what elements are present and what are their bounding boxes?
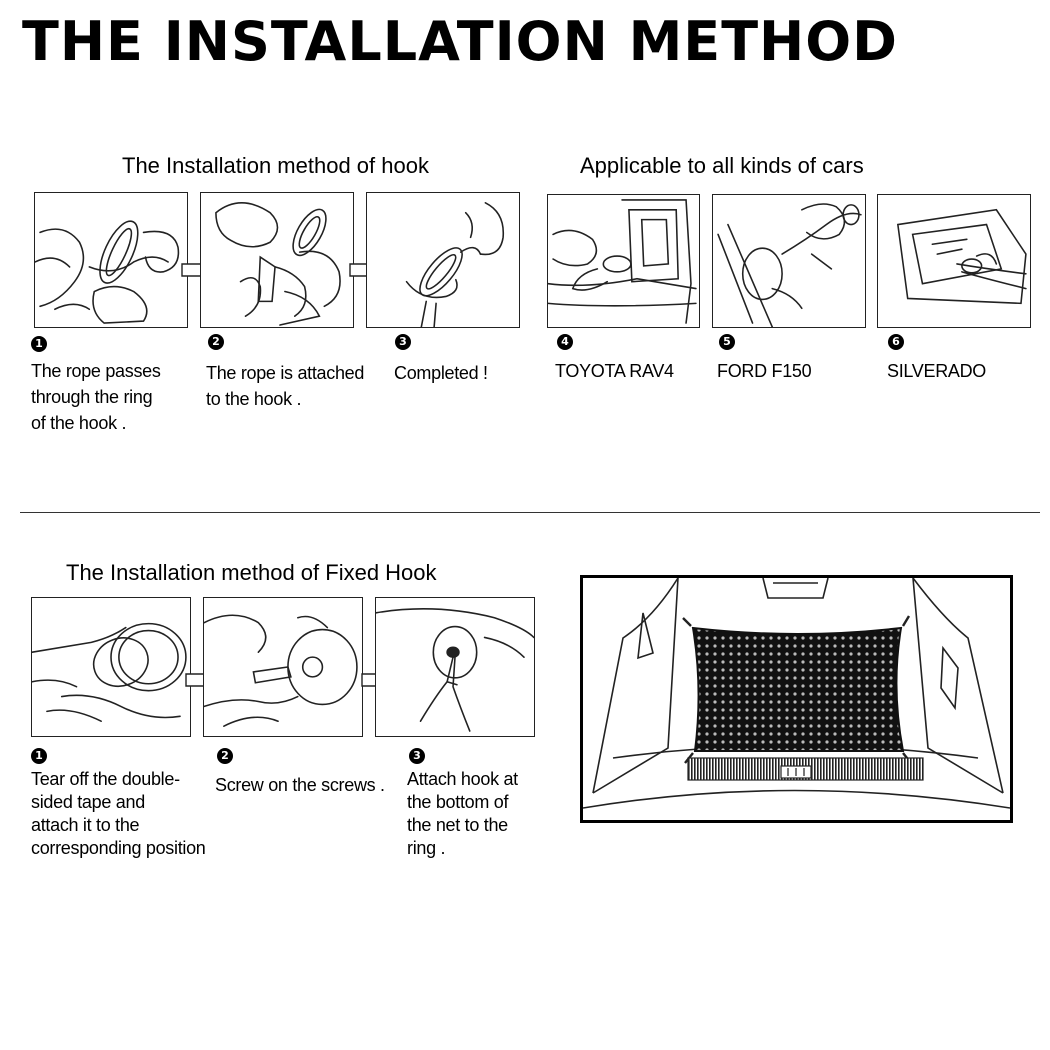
fixed-hook-step-2-illustration: [203, 597, 363, 737]
hook-on-ring-icon: [376, 608, 534, 732]
hand-rope-ring-icon: [35, 220, 180, 324]
step-caption: Tear off the double- sided tape and atta…: [31, 769, 206, 858]
step-number-badge: 1: [31, 336, 47, 352]
hook-method-heading: The Installation method of hook: [122, 153, 429, 178]
section-divider: [20, 512, 1040, 513]
trunk-net-illustration: [580, 575, 1013, 823]
step-number-badge: 3: [409, 748, 425, 764]
car-model-label: TOYOTA RAV4: [555, 361, 674, 381]
step-number-badge: 4: [557, 334, 573, 350]
car-anchor-hook-icon: [896, 208, 1027, 305]
car-model-label: SILVERADO: [887, 361, 986, 381]
step-caption: Attach hook at the bottom of the net to …: [407, 769, 518, 858]
step-caption: The rope is attached to the hook .: [206, 363, 365, 409]
step-number-badge: 2: [208, 334, 224, 350]
ford-f150-illustration: [712, 194, 866, 328]
hook-step-2-illustration: [200, 192, 354, 328]
step-number-badge: 3: [395, 334, 411, 350]
cargo-net-icon: [583, 578, 1010, 809]
car-anchor-hook-icon: [548, 199, 697, 324]
step-caption: Screw on the screws .: [215, 775, 385, 795]
rope-attached-hook-icon: [215, 202, 341, 326]
screwdriver-hook-icon: [204, 614, 358, 727]
car-anchor-hook-icon: [717, 203, 862, 327]
hook-step-1-illustration: [34, 192, 188, 328]
fixed-hook-method-heading: The Installation method of Fixed Hook: [66, 560, 437, 585]
toyota-rav4-illustration: [547, 194, 700, 328]
hand-tape-icon: [32, 622, 187, 723]
fixed-hook-step-3-illustration: [375, 597, 535, 737]
car-model-label: FORD F150: [717, 361, 812, 381]
fixed-hook-step-1-illustration: [31, 597, 191, 737]
applicable-cars-heading: Applicable to all kinds of cars: [580, 153, 864, 178]
step-caption: The rope passes through the ring of the …: [31, 361, 161, 433]
step-caption: Completed !: [394, 363, 488, 383]
completed-hook-icon: [405, 202, 505, 327]
step-number-badge: 1: [31, 748, 47, 764]
step-number-badge: 5: [719, 334, 735, 350]
page-title: THE INSTALLATION METHOD: [22, 10, 898, 73]
silverado-illustration: [877, 194, 1031, 328]
step-number-badge: 6: [888, 334, 904, 350]
step-number-badge: 2: [217, 748, 233, 764]
hook-step-3-illustration: [366, 192, 520, 328]
